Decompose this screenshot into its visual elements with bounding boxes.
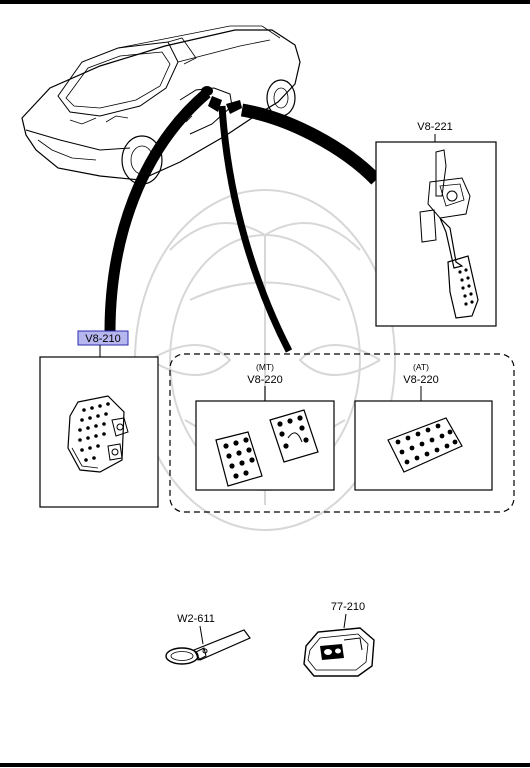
key-case-part-label: 77-210: [331, 601, 365, 613]
footrest-panel: V8-210: [39, 330, 159, 508]
at-pedal-pad-drawing: [387, 417, 463, 473]
leader-lines: [104, 88, 381, 353]
car-illustration: [21, 25, 301, 185]
footrest-holes: [78, 402, 110, 462]
throttle-pedal-pad-holes: [458, 268, 474, 306]
mt-pedal-pads-drawing: [215, 409, 319, 487]
bottom-rule: [0, 763, 530, 767]
at-part-label: V8-220: [403, 374, 438, 386]
mt-pedal-pads-box: [195, 400, 335, 491]
mt-right-pad-holes: [277, 415, 309, 449]
mt-part-label: V8-220: [247, 374, 282, 386]
mt-left-pad-holes: [223, 437, 255, 479]
footrest-part-label: V8-210: [85, 333, 120, 345]
at-variant-label: (AT): [413, 362, 429, 372]
throttle-pedal-part-label: V8-221: [417, 121, 452, 133]
pedal-pads-group: (MT) V8-220 (AT) V8-220: [169, 353, 515, 513]
keychain-part-label: W2-611: [177, 613, 215, 625]
keychain-drawing: [165, 629, 251, 665]
top-rule: [0, 0, 530, 4]
at-pad-holes: [395, 423, 458, 465]
keychain-item: W2-611: [165, 613, 251, 665]
footrest-label-highlight: [77, 330, 129, 346]
key-case-item: 77-210: [303, 601, 375, 677]
key-case-drawing: [303, 627, 375, 677]
throttle-pedal-panel: V8-221: [375, 121, 497, 327]
mt-variant-label: (MT): [256, 362, 274, 372]
pedal-pads-dashed-frame: [169, 353, 515, 513]
footrest-drawing: [67, 395, 129, 473]
footrest-box: [39, 356, 159, 508]
throttle-pedal-drawing: [419, 149, 479, 319]
